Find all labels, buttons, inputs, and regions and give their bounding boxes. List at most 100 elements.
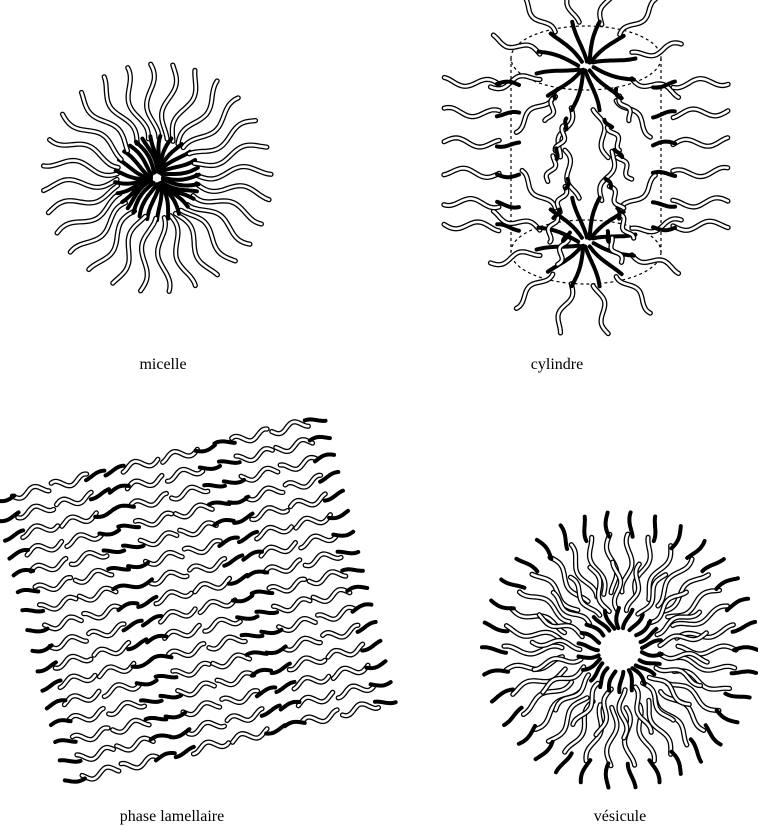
lamellar-surfactant [166,460,221,481]
lamellar-surfactant [160,681,215,702]
cylinder-figure [444,0,728,334]
lamellar-surfactant [208,629,263,650]
lamellar-surfactant [70,544,125,565]
lamellar-surfactant [64,765,119,786]
lamellar-surfactant [270,654,325,675]
lamellar-surfactant [198,592,253,613]
lamellar-surfactant [137,587,192,608]
lamellar-surfactant [104,456,159,477]
vesicle-outer-surfactant [622,512,633,592]
lamellar-surfactant [290,489,345,510]
lamellar-surfactant [41,671,96,692]
lamellar-surfactant [280,452,335,473]
lamellar-surfactant [308,564,363,585]
lamellar-surfactant [155,662,210,683]
lamellar-surfactant [332,658,387,679]
lamellar-surfactant [109,475,164,496]
lamellar-surfactant [228,485,283,506]
caption-micelle: micelle [139,356,186,374]
lamellar-surfactant [226,704,281,725]
cylinder-inner-surfactant [557,179,568,212]
lamellar-surfactant [113,493,168,514]
lamellar-surfactant [118,512,173,533]
lamellar-surfactant [123,531,178,552]
lamellar-surfactant [0,483,49,504]
lamellar-surfactant [102,676,157,697]
lamellar-phase-figure [0,414,396,785]
cylinder-side-surfactant [444,138,519,147]
lamellar-surfactant [8,540,63,561]
lamellar-surfactant [27,615,82,636]
lamellar-surfactant [279,691,334,712]
lamellar-surfactant [98,657,153,678]
vesicle-inner-surfactant [619,672,627,738]
lamellar-surfactant [222,686,277,707]
cylinder-side-surfactant [444,108,519,117]
lamellar-surfactant [256,597,311,618]
lamellar-surfactant [165,700,220,721]
lamellar-surfactant [180,517,235,538]
lamellar-surfactant [175,498,230,519]
lamellar-surfactant [0,502,54,523]
vesicle-outer-surfactant [606,513,617,593]
cylinder-inner-surfactant [616,89,630,121]
lamellar-surfactant [237,522,292,543]
lamellar-surfactant [169,719,224,740]
lamellar-surfactant [327,639,382,660]
lamellar-surfactant [304,546,359,567]
lamellar-surfactant [189,554,244,575]
lamellar-surfactant [341,696,396,717]
lamellar-surfactant [56,488,111,509]
lamellar-surfactant [60,507,115,528]
caption-phase-lamellaire: phase lamellaire [120,808,224,826]
cylinder-inner-surfactant [606,179,624,208]
lamellar-surfactant [146,625,201,646]
lamellar-surfactant [217,667,272,688]
micelle-surfactant [159,81,217,172]
lamellar-surfactant [93,638,148,659]
lamellar-surfactant [45,690,100,711]
lamellar-surfactant [121,751,176,772]
lamellar-surfactant [59,746,114,767]
cylinder-side-surfactant [444,199,519,208]
lamellar-surfactant [79,582,134,603]
lamellar-surfactant [219,447,274,468]
lamellar-surfactant [3,521,58,542]
cylinder-side-surfactant [653,198,728,207]
lamellar-surfactant [112,713,167,734]
cylinder-side-surfactant [444,168,519,177]
lamellar-surfactant [322,621,377,642]
vesicle-outer-surfactant [492,669,565,702]
lamellar-surfactant [65,525,120,546]
lamellar-surfactant [132,568,187,589]
lamellar-surfactant [36,652,91,673]
lamellar-surfactant [55,727,110,748]
lamellar-surfactant [194,573,249,594]
lamellar-surfactant [251,579,306,600]
lamellar-surfactant [318,602,373,623]
caption-cylindre: cylindre [531,356,583,374]
lamellar-surfactant [276,433,331,454]
lamellar-surfactant [212,648,267,669]
cylinder-cap-surfactant [493,35,578,66]
lamellar-surfactant [174,737,229,758]
lamellar-surfactant [265,635,320,656]
lamellar-surfactant [88,619,143,640]
lamellar-surfactant [107,694,162,715]
lamellar-surfactant [275,672,330,693]
lamellar-surfactant [203,611,258,632]
micelle-figure [44,64,272,291]
lamellar-surfactant [161,442,216,463]
cylinder-cap-surfactant [594,67,679,97]
lamellar-surfactant [285,471,340,492]
lamellar-surfactant [17,577,72,598]
lamellar-surfactant [247,560,302,581]
lamellar-surfactant [51,469,106,490]
lamellar-surfactant [151,643,206,664]
cylinder-side-surfactant [653,109,728,118]
lamellar-surfactant [141,606,196,627]
cylinder-cap-surfactant [590,0,615,63]
lamellar-surfactant [116,732,171,753]
caption-vesicule: vésicule [594,808,646,826]
lamellar-surfactant [31,633,86,654]
